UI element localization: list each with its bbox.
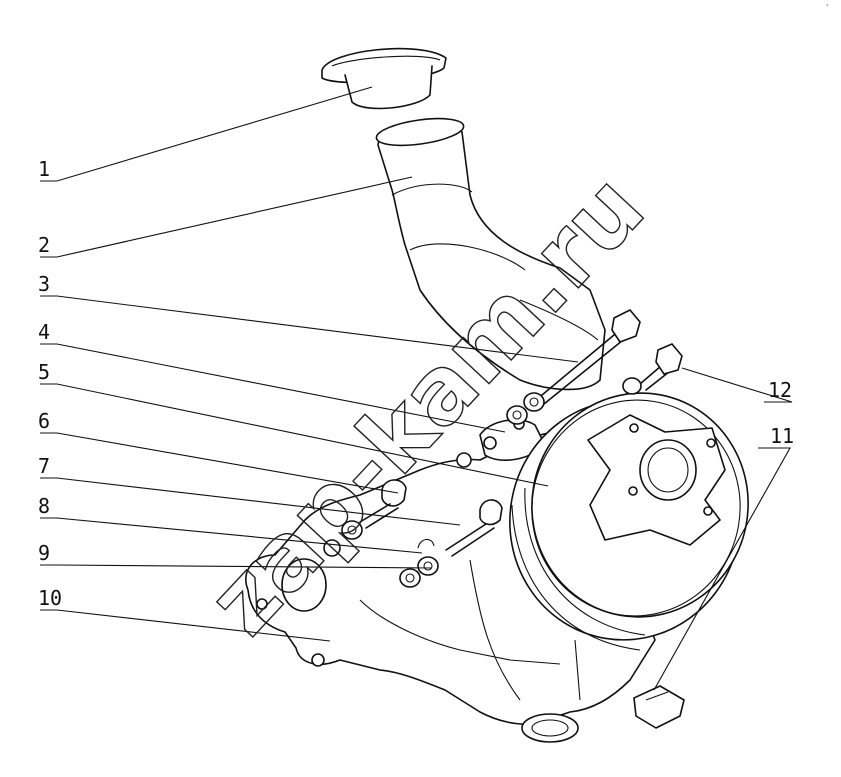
part-cap bbox=[321, 47, 447, 110]
part-washer-7 bbox=[341, 520, 363, 540]
corner-mark: ʻ bbox=[826, 3, 829, 12]
callout-7: 7 bbox=[38, 454, 50, 478]
callout-11: 11 bbox=[770, 424, 794, 448]
leader-lines bbox=[40, 86, 793, 691]
callout-9: 9 bbox=[38, 541, 50, 565]
part-bolt-6 bbox=[359, 479, 407, 529]
callout-12: 12 bbox=[768, 378, 792, 402]
part-bolt-12 bbox=[622, 343, 683, 395]
callout-4: 4 bbox=[38, 320, 50, 344]
part-washer-9 bbox=[399, 556, 439, 588]
part-drain-plug bbox=[633, 685, 685, 729]
callout-6: 6 bbox=[38, 409, 50, 433]
part-bolt-8 bbox=[417, 499, 503, 557]
callout-2: 2 bbox=[38, 233, 50, 257]
part-long-bolt bbox=[535, 309, 641, 405]
part-inlet-pipe bbox=[375, 117, 606, 391]
callout-1: 1 bbox=[38, 157, 50, 181]
callout-5: 5 bbox=[38, 360, 50, 384]
callout-labels: 1 2 3 4 5 6 7 8 9 10 11 12 bbox=[38, 157, 794, 610]
callout-8: 8 bbox=[38, 494, 50, 518]
part-washer-upper bbox=[506, 392, 545, 425]
part-pulley bbox=[509, 392, 749, 651]
callout-3: 3 bbox=[38, 272, 50, 296]
callout-10: 10 bbox=[38, 586, 62, 610]
